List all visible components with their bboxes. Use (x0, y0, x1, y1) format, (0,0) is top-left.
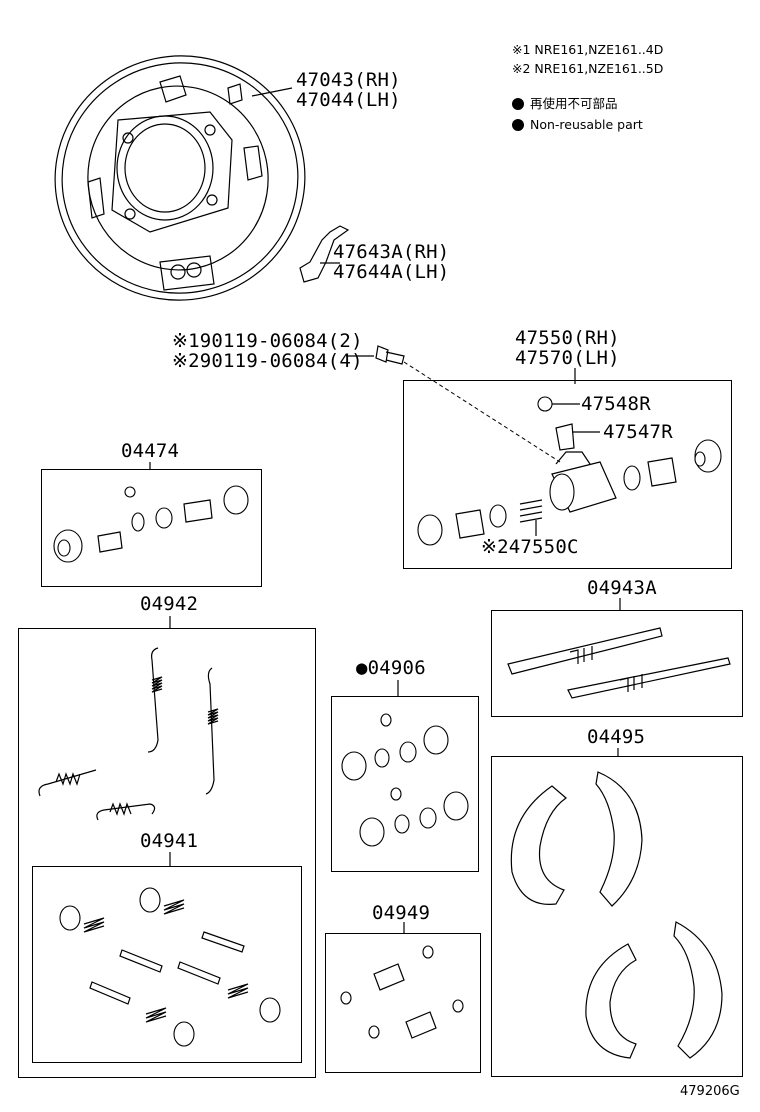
label-backing-plate-rh[interactable]: 47043(RH) (296, 69, 401, 91)
kit-04474-drawing[interactable] (53, 462, 249, 563)
note-2: ※2 NRE161,NZE161..5D (512, 61, 664, 76)
kit-04942-box (18, 628, 316, 1078)
kit-04495-box (491, 756, 743, 1077)
kit-04941-box (32, 866, 302, 1063)
legend-en: Non-reusable part (530, 117, 643, 132)
diagram-code: 479206G (680, 1084, 740, 1099)
label-bolt-1[interactable]: ※190119-06084(2) (172, 330, 363, 352)
label-kit-04474[interactable]: 04474 (121, 440, 180, 462)
label-kit-04495[interactable]: 04495 (587, 726, 646, 748)
note-1: ※1 NRE161,NZE161..4D (512, 42, 664, 57)
label-backing-plate-lh[interactable]: 47044(LH) (296, 89, 401, 111)
legend-dot-jp-icon (512, 98, 524, 110)
label-bracket-rh[interactable]: 47643A(RH) (333, 241, 450, 263)
label-cylinder-spring[interactable]: ※247550C (481, 536, 579, 558)
kit-04949-box (325, 933, 481, 1073)
bracket-drawing[interactable] (299, 225, 350, 283)
kit-04943a-box (491, 610, 743, 717)
kit-04941-drawing[interactable] (59, 852, 281, 1047)
label-bracket-lh[interactable]: 47644A(LH) (333, 261, 450, 283)
legend-dot-en-icon (512, 119, 524, 131)
label-kit-04943a[interactable]: 04943A (587, 577, 657, 599)
label-bleeder-plug[interactable]: 47547R (603, 421, 673, 443)
label-kit-04906[interactable]: ●04906 (356, 657, 426, 679)
kit-04949-drawing[interactable] (340, 922, 464, 1039)
kit-04943a-drawing[interactable] (507, 598, 731, 699)
kit-04942-drawing[interactable] (38, 616, 219, 821)
kit-04906-box (331, 696, 479, 872)
label-kit-04949[interactable]: 04949 (372, 902, 431, 924)
kit-04906-drawing[interactable] (341, 680, 469, 847)
kit-04495-drawing[interactable] (510, 748, 723, 1059)
wheel-cylinder-box (403, 380, 732, 569)
backing-plate-drawing[interactable] (32, 33, 327, 324)
label-kit-04942[interactable]: 04942 (140, 593, 199, 615)
label-bleeder-cap[interactable]: 47548R (581, 393, 651, 415)
label-bolt-2[interactable]: ※290119-06084(4) (172, 350, 363, 372)
legend-jp: 再使用不可部品 (530, 96, 618, 111)
kit-04474-box (41, 469, 262, 587)
label-kit-04941[interactable]: 04941 (140, 830, 199, 852)
label-cylinder-rh[interactable]: 47550(RH) (515, 327, 620, 349)
label-cylinder-lh[interactable]: 47570(LH) (515, 347, 620, 369)
bolt-drawing[interactable] (346, 345, 561, 463)
wheel-cylinder-drawing[interactable] (417, 368, 722, 546)
